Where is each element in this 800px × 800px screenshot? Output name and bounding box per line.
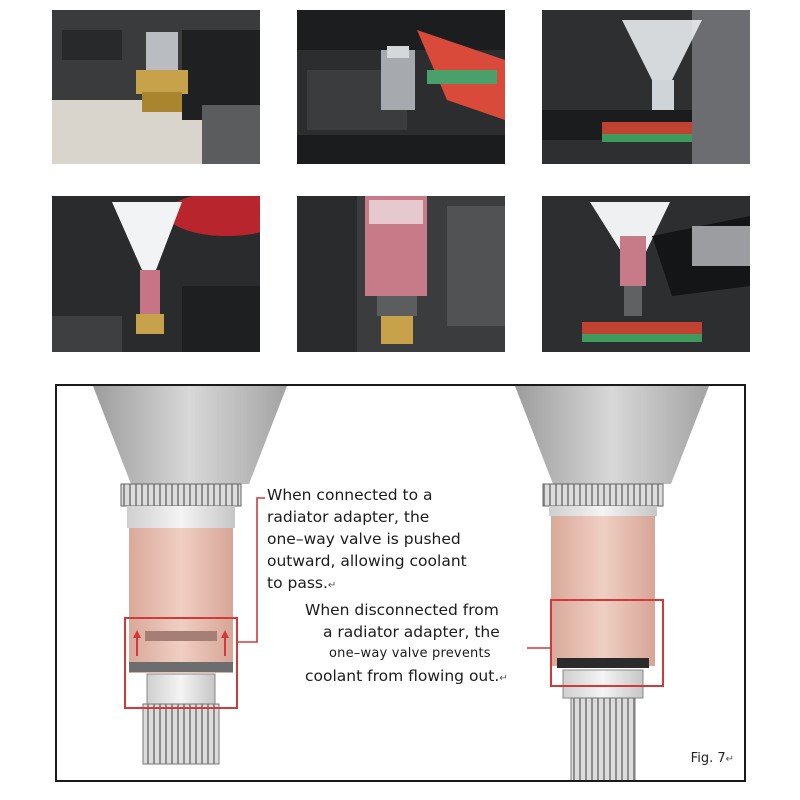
right-knurled-base — [570, 697, 636, 780]
photo-pouring-coolant — [52, 196, 260, 352]
right-valve-closed — [557, 658, 649, 668]
left-collar — [127, 506, 235, 528]
return-mark-icon: ↵ — [499, 673, 508, 684]
photo-adapter-on-reservoir — [52, 10, 260, 164]
left-seal — [129, 662, 233, 672]
left-coupler — [146, 673, 216, 705]
photo-coolant-in-tube-image — [297, 196, 505, 352]
right-collar — [549, 506, 657, 516]
left-arrow-head-b — [221, 630, 229, 638]
callout-connected-line: When connected to a — [267, 486, 433, 504]
right-unit-disconnected — [515, 386, 709, 780]
right-coupler — [562, 669, 644, 699]
right-tube-coolant — [551, 516, 655, 666]
photo-pouring-coolant-image — [52, 196, 260, 352]
photo-funnel-with-gloved-hand-image — [542, 196, 750, 352]
callout-disconnected-line: one–way valve prevents — [329, 646, 491, 661]
callout-connected-line: one–way valve is pushed — [267, 530, 461, 548]
photo-funnel-with-gloved-hand — [542, 196, 750, 352]
valve-diagram — [93, 386, 709, 780]
figure-label: Fig. 7↵ — [691, 751, 734, 766]
callout-connected-line-last: to pass.↵ — [267, 572, 467, 597]
return-mark-icon: ↵ — [327, 580, 337, 591]
left-ring — [120, 483, 242, 507]
callout-connected-line: to pass. — [267, 574, 328, 592]
return-mark-icon: ↵ — [725, 754, 734, 765]
figure-7-frame: When connected to a radiator adapter, th… — [55, 384, 746, 782]
callout-disconnected-line-last: coolant from flowing out.↵ — [305, 665, 508, 690]
left-leader-line — [237, 497, 265, 643]
callout-disconnected: When disconnected from a radiator adapte… — [305, 599, 508, 690]
left-tube-coolant — [129, 528, 233, 673]
photo-adapter-on-reservoir-image — [52, 10, 260, 164]
photo-adapter-near-battery — [297, 10, 505, 164]
photo-adapter-near-battery-image — [297, 10, 505, 164]
left-knurled-base — [142, 703, 220, 765]
left-highlight-box — [124, 617, 238, 709]
callout-disconnected-line: a radiator adapter, the — [323, 623, 500, 641]
figure-label-text: Fig. 7 — [690, 751, 726, 766]
left-unit-connected — [93, 386, 287, 765]
callout-connected: When connected to a radiator adapter, th… — [267, 484, 467, 597]
right-highlight-box — [550, 599, 664, 687]
callout-disconnected-line: coolant from flowing out. — [305, 667, 500, 685]
callout-connected-line: outward, allowing coolant — [267, 552, 467, 570]
left-flow-arrows — [136, 636, 226, 656]
photo-funnel-installed-image — [542, 10, 750, 164]
callout-connected-line: radiator adapter, the — [267, 508, 430, 526]
callout-disconnected-line: When disconnected from — [305, 601, 499, 619]
left-valve-disc — [145, 631, 217, 641]
left-funnel — [93, 386, 287, 484]
photo-coolant-in-tube — [297, 196, 505, 352]
photo-funnel-installed — [542, 10, 750, 164]
right-funnel — [515, 386, 709, 484]
right-ring — [542, 483, 664, 507]
left-arrow-head-a — [133, 630, 141, 638]
